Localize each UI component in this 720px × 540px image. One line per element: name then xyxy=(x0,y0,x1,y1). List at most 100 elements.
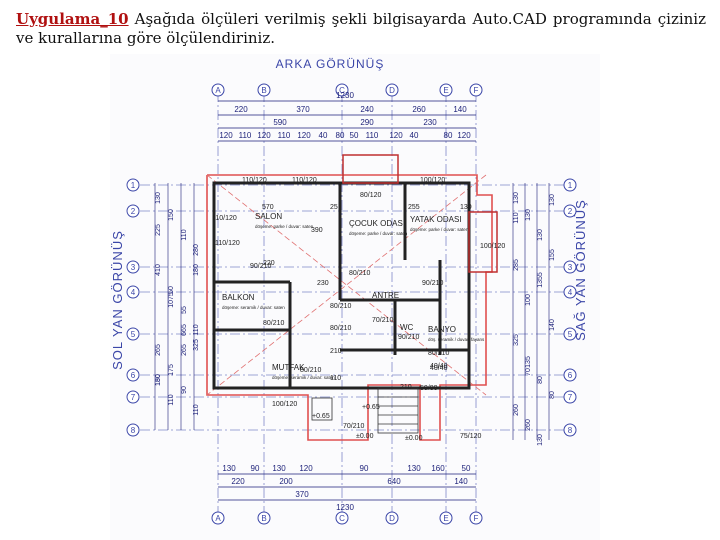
axis-letter: A xyxy=(215,514,221,523)
axis-number: 4 xyxy=(131,288,136,297)
dim-bottom-row2: 220 xyxy=(231,477,245,486)
opening-size: 80/210 xyxy=(349,270,371,277)
dim-left: 410 xyxy=(155,264,162,276)
dim-right: 70 xyxy=(525,368,532,376)
dim-bottom-row2: 640 xyxy=(387,477,401,486)
dim-right: 130 xyxy=(513,192,520,204)
axis-number: 4 xyxy=(568,288,573,297)
dim-top-row2: 220 xyxy=(234,105,248,114)
inner-dim: 390 xyxy=(311,227,323,234)
axis-bubble xyxy=(211,511,225,525)
axis-bubble xyxy=(469,83,483,97)
axis-bubble xyxy=(469,511,483,525)
opening-size: 110/120 xyxy=(212,215,237,222)
dim-top-row4: 120 xyxy=(219,131,233,140)
room-name: BANYO xyxy=(428,325,456,334)
back-view-title: ARKA GÖRÜNÜŞ xyxy=(276,57,385,71)
drawing-area xyxy=(110,54,600,540)
axis-number: 1 xyxy=(131,181,136,190)
axis-grid xyxy=(140,92,570,512)
dim-left: 150 xyxy=(155,374,162,386)
opening-size: 90/210 xyxy=(422,280,444,287)
dim-bottom-row3: 370 xyxy=(295,490,309,499)
dim-top-row4: 40 xyxy=(319,131,328,140)
axis-number: 6 xyxy=(131,371,136,380)
inner-dim: 130 xyxy=(460,204,472,211)
dim-left: 110 xyxy=(193,324,200,335)
dim-top-row4: 110 xyxy=(239,131,252,140)
opening-size: 110/120 xyxy=(292,177,317,184)
dim-right: 260 xyxy=(525,419,532,431)
dim-left: 50 xyxy=(168,286,175,294)
dim-top-total: 1230 xyxy=(336,91,354,100)
dim-top-row2: 140 xyxy=(453,105,467,114)
opening-size: 75/120 xyxy=(460,433,482,440)
dim-left: 130 xyxy=(155,192,162,204)
dim-top-row3: 590 xyxy=(273,118,287,127)
inner-dim: 210 xyxy=(400,384,412,391)
dim-left: 150 xyxy=(168,209,175,221)
dim-top-row3: 230 xyxy=(423,118,437,127)
dim-left: 110 xyxy=(168,394,175,405)
dim-right: 100 xyxy=(525,294,532,306)
opening-size: 40/40 xyxy=(430,363,448,370)
dim-left: 1075 xyxy=(168,292,175,308)
dim-bottom-row1: 130 xyxy=(222,464,236,473)
axis-letter: D xyxy=(389,514,395,523)
dim-top-row2: 370 xyxy=(296,105,310,114)
axis-bubble xyxy=(126,178,140,192)
level-mark: ±0.00 xyxy=(405,435,423,442)
dim-right: 80 xyxy=(549,391,556,399)
dim-right: 130 xyxy=(525,209,532,221)
axis-bubble xyxy=(257,511,271,525)
left-dimensions: 1301501102804105055110265175901102251075… xyxy=(154,183,200,430)
inner-dim: 230 xyxy=(317,280,329,287)
diagonal-line xyxy=(206,174,487,396)
dim-left: 225 xyxy=(155,224,162,236)
axis-letter: E xyxy=(443,86,448,95)
axis-bubble xyxy=(126,327,140,341)
dim-bottom-row1: 50 xyxy=(462,464,471,473)
axis-letter: C xyxy=(339,514,345,523)
dim-left: 265 xyxy=(181,344,188,356)
axis-number: 5 xyxy=(131,330,136,339)
room-name: BALKON xyxy=(222,293,255,302)
dim-bottom-total: 1230 xyxy=(336,503,354,512)
dim-right: 80 xyxy=(537,376,544,384)
level-mark: +0.65 xyxy=(362,404,380,411)
dim-top-row4: 120 xyxy=(297,131,311,140)
axis-number: 3 xyxy=(568,263,573,272)
dim-right: 325 xyxy=(513,334,520,346)
opening-size: 90/210 xyxy=(398,334,420,341)
axis-bubble xyxy=(563,260,577,274)
dim-top-row4: 120 xyxy=(257,131,271,140)
dim-right: 1355 xyxy=(537,272,544,288)
dim-bottom-row1: 120 xyxy=(299,464,313,473)
axis-letter: A xyxy=(215,86,221,95)
axis-bubble xyxy=(257,83,271,97)
inner-dim: 25 xyxy=(330,204,338,211)
dim-top-row4: 50 xyxy=(350,131,359,140)
room-note: döşeme: parke / duvar: saten xyxy=(410,227,469,232)
axis-letter: D xyxy=(389,86,395,95)
axis-bubble xyxy=(563,423,577,437)
axis-number: 8 xyxy=(568,426,573,435)
dim-left: 665 xyxy=(181,324,188,336)
axis-bubble xyxy=(335,511,349,525)
dim-bottom-row1: 130 xyxy=(407,464,421,473)
dim-top-row4: 80 xyxy=(444,131,453,140)
left-view-title: SOL YAN GÖRÜNÜŞ xyxy=(110,230,125,370)
right-dimensions: 1301301301552851001355140325135808026026… xyxy=(512,183,556,446)
axis-letter: F xyxy=(474,514,479,523)
dim-left: 325 xyxy=(193,339,200,351)
dim-left: 90 xyxy=(181,386,188,394)
axis-letter: F xyxy=(474,86,479,95)
axis-bubble xyxy=(563,390,577,404)
dim-left: 180 xyxy=(155,374,162,386)
dim-bottom-row2: 200 xyxy=(279,477,293,486)
opening-size: 100/120 xyxy=(480,243,505,250)
